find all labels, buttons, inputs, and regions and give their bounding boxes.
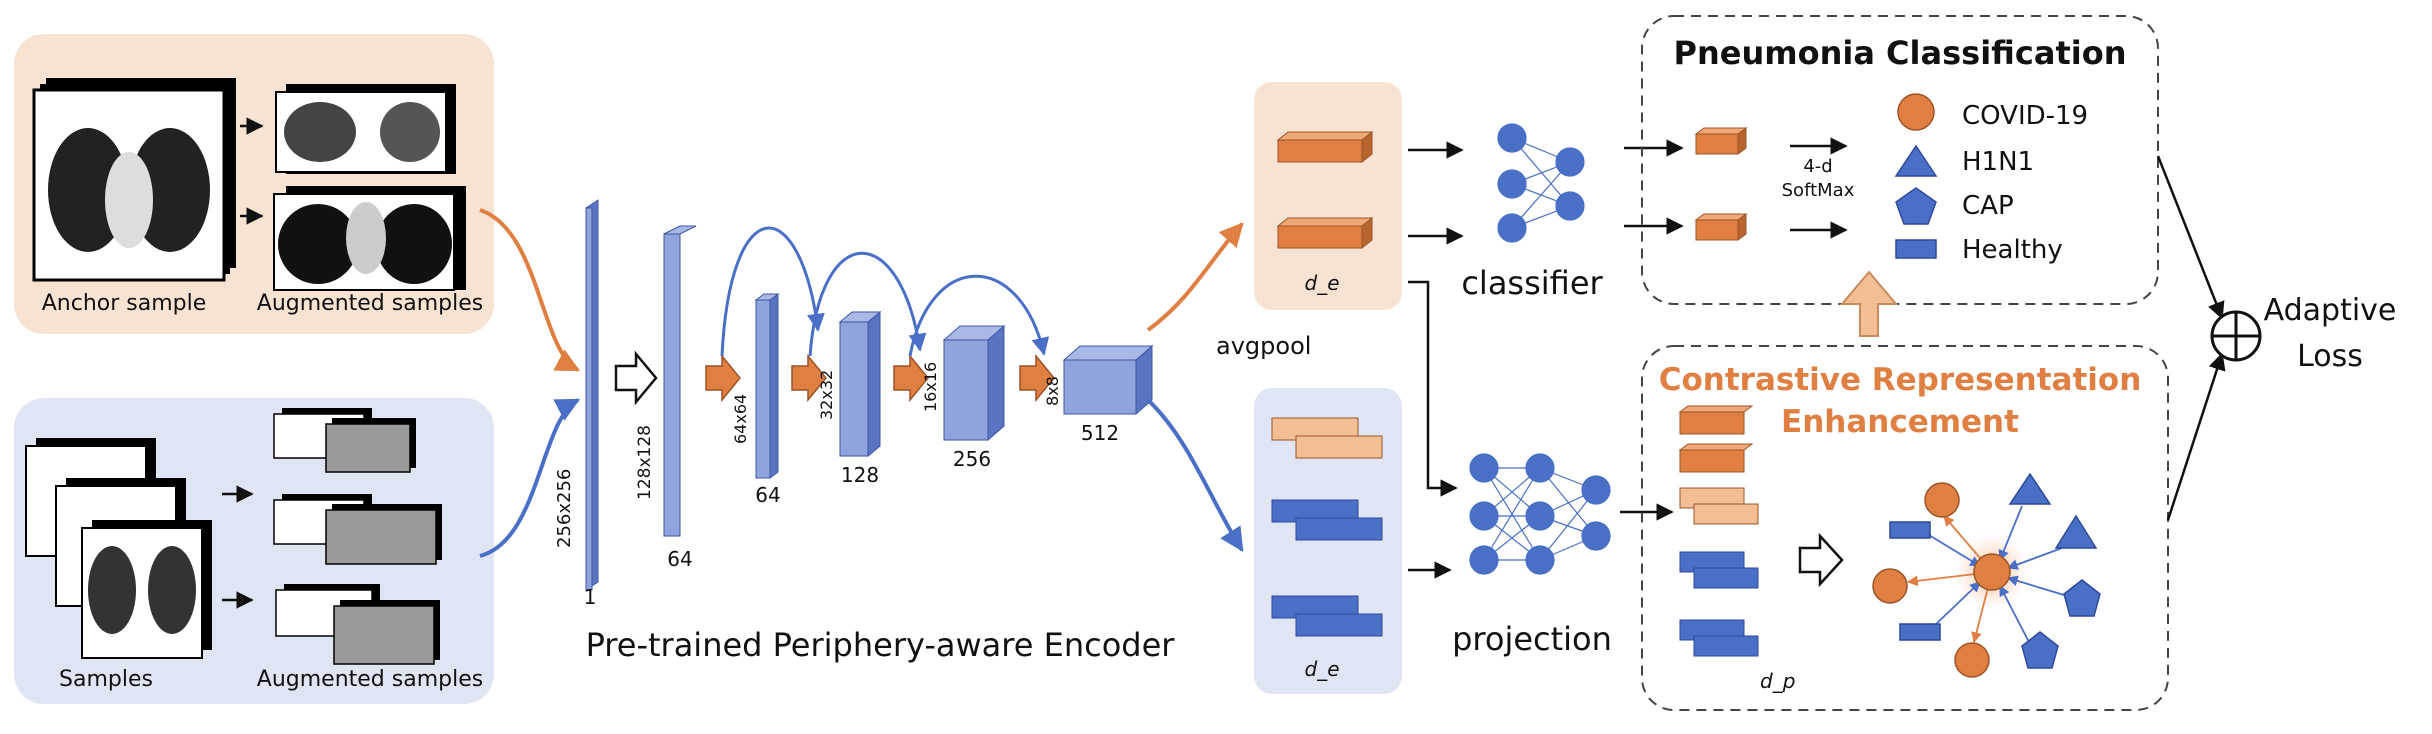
augmented-sample-images [273, 408, 442, 665]
class-output-feature-2 [1694, 213, 1748, 241]
dp-label: d_p [1760, 669, 1795, 693]
encoder: 256x256 1 128x128 64 64x64 64 32x32 [554, 199, 1176, 664]
softmax-label-line2: SoftMax [1782, 180, 1855, 201]
augmented-samples-label-top: Augmented samples [257, 291, 483, 316]
samples-to-encoder-arrow [479, 398, 581, 558]
encoder-block-5-size: 16x16 [921, 362, 940, 412]
class-label-h1n1: H1N1 [1962, 147, 2034, 177]
orange-arrow-1 [705, 353, 741, 403]
avgpool-label: avgpool [1216, 332, 1311, 360]
orange-feature-2 [1276, 216, 1374, 250]
cap-pentagon-icon [1895, 187, 1937, 225]
adaptive-loss-line2: Loss [2297, 339, 2363, 374]
hollow-arrow-encoder [614, 350, 658, 406]
encoder-block-4 [838, 310, 882, 458]
encoder-block-6-channels: 512 [1081, 421, 1119, 445]
encoder-block-3-channels: 64 [755, 483, 780, 507]
classifier-label: classifier [1461, 264, 1603, 302]
anchor-sample-label: Anchor sample [42, 291, 207, 316]
class-label-cap: CAP [1962, 191, 2014, 221]
enhancement-up-arrow [1839, 270, 1899, 337]
augmented-samples-label-bottom: Augmented samples [257, 667, 483, 692]
encoder-block-2-size: 128x128 [635, 425, 655, 500]
augmented-anchor-images [273, 84, 466, 291]
avgpool-to-blue-features [1146, 398, 1244, 553]
class-label-healthy: Healthy [1962, 235, 2063, 265]
encoder-block-2 [663, 225, 697, 537]
encoder-block-1 [585, 199, 599, 591]
covid19-circle-icon [1897, 93, 1935, 131]
pneumonia-classification-title: Pneumonia Classification [1674, 34, 2127, 72]
encoder-block-4-channels: 128 [841, 463, 879, 487]
classifier-network [1497, 123, 1585, 243]
encoder-block-1-size: 256x256 [554, 469, 575, 548]
contrastive-feature-stack [1678, 405, 1759, 657]
encoder-block-5-channels: 256 [953, 447, 991, 471]
blue-panel-de-label: d_e [1305, 657, 1340, 681]
adaptive-loss-line1: Adaptive [2264, 293, 2397, 328]
encoder-block-3 [754, 293, 780, 479]
orange-arrow-4 [1019, 353, 1055, 403]
light-orange-feature-pair [1271, 417, 1383, 459]
encoder-block-3-size: 64x64 [731, 394, 750, 444]
anchor-embedding-circle [1973, 553, 2011, 591]
contrastive-enhancement-box: Contrastive Representation Enhancement d… [1641, 345, 2169, 711]
sample-ct-stack [25, 438, 212, 659]
h1n1-triangle-icon [1894, 144, 1938, 177]
skip-connection-2 [808, 251, 927, 357]
loss-sum-icon [2210, 310, 2262, 362]
samples-label: Samples [59, 667, 153, 692]
blue-feature-pair-2 [1271, 595, 1383, 637]
skip-connection-1 [720, 226, 825, 357]
samples-panel: Samples Augmented samples [14, 398, 494, 704]
avgpool-to-orange-features [1146, 222, 1244, 332]
orange-feature-panel: d_e [1254, 82, 1402, 310]
contrastive-title-line1: Contrastive Representation [1659, 362, 2142, 398]
healthy-rectangle-icon [1895, 239, 1937, 259]
projection-label: projection [1452, 620, 1612, 658]
anchor-ct-image [32, 78, 236, 282]
skip-connection-3 [908, 274, 1050, 357]
projection-network [1469, 453, 1611, 575]
orange-arrow-2 [791, 353, 827, 403]
anchor-panel: Anchor sample Augmented samples [14, 34, 494, 334]
encoder-block-4-size: 32x32 [817, 370, 836, 420]
softmax-label-line1: 4-d [1803, 156, 1832, 177]
encoder-block-6-size: 8x8 [1043, 376, 1062, 406]
encoder-block-1-channels: 1 [584, 585, 597, 609]
orange-feature-1 [1276, 130, 1374, 164]
encoder-block-2-channels: 64 [667, 547, 692, 571]
blue-feature-panel: d_e [1254, 388, 1402, 694]
orange-panel-de-label: d_e [1305, 271, 1340, 295]
contrastive-title-line2: Enhancement [1781, 404, 2019, 440]
encoder-block-6 [1062, 344, 1154, 416]
pneumonia-classification-box: Pneumonia Classification 4-d SoftMax COV… [1641, 15, 2159, 305]
hollow-arrow-contrastive [1798, 532, 1844, 588]
class-output-feature-1 [1694, 127, 1748, 155]
embedding-space [1872, 472, 2101, 678]
anchor-to-encoder-arrow [479, 208, 581, 372]
blue-feature-pair-1 [1271, 499, 1383, 541]
class-label-covid19: COVID-19 [1962, 101, 2088, 131]
orange-arrow-3 [893, 353, 929, 403]
encoder-block-5 [942, 324, 1006, 442]
encoder-title: Pre-trained Periphery-aware Encoder [586, 626, 1176, 664]
